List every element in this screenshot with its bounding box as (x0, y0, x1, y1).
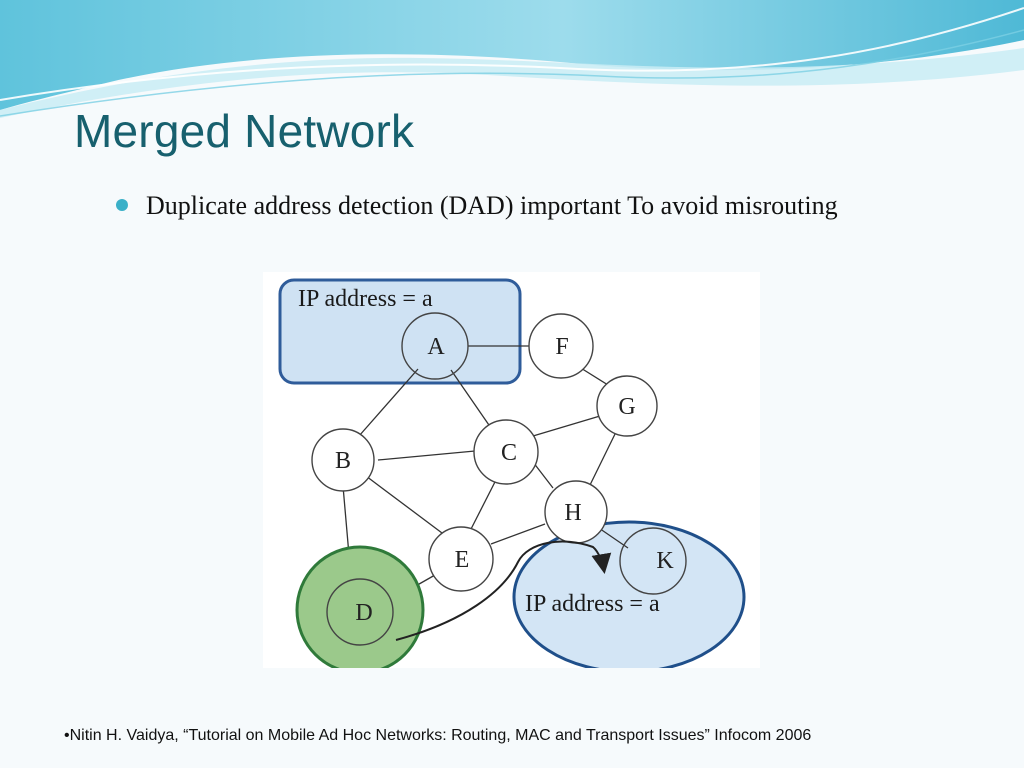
edge-c-h (532, 461, 554, 489)
edge-b-c (377, 450, 476, 461)
merged-network-diagram: IP address = a IP address = a A F G B C … (263, 272, 760, 668)
node-a-label: A (427, 334, 445, 360)
move-arrow (395, 540, 612, 641)
edge-g-h (589, 431, 617, 486)
edge-c-e (468, 475, 499, 534)
node-d (326, 578, 394, 646)
node-g (596, 375, 658, 437)
edge-c-g (532, 415, 601, 437)
edge-a-c (450, 369, 492, 429)
node-d-highlight (295, 545, 425, 668)
node-h-label: H (564, 500, 581, 526)
node-k (619, 527, 687, 595)
node-k-label: K (656, 548, 674, 574)
node-f-label: F (555, 334, 568, 360)
node-b-label: B (335, 448, 351, 474)
right-ip-label: IP address = a (525, 591, 660, 617)
node-c-label: C (501, 440, 517, 466)
edge-h-e (490, 523, 546, 545)
node-g-label: G (618, 394, 635, 420)
bullet-icon (116, 199, 128, 211)
edge-a-b (358, 368, 419, 437)
edge-b-e (365, 475, 447, 537)
citation-footnote: •Nitin H. Vaidya, “Tutorial on Mobile Ad… (64, 727, 812, 744)
slide-title: Merged Network (74, 105, 415, 157)
node-c (473, 419, 539, 485)
node-f (528, 313, 594, 379)
node-b (311, 428, 375, 492)
node-e-label: E (455, 547, 470, 573)
node-e (428, 526, 494, 592)
node-a (401, 312, 469, 380)
left-ip-region (278, 278, 522, 385)
node-d-label: D (355, 600, 372, 626)
bullet-text: Duplicate address detection (DAD) import… (146, 191, 838, 220)
left-ip-label: IP address = a (298, 286, 433, 312)
